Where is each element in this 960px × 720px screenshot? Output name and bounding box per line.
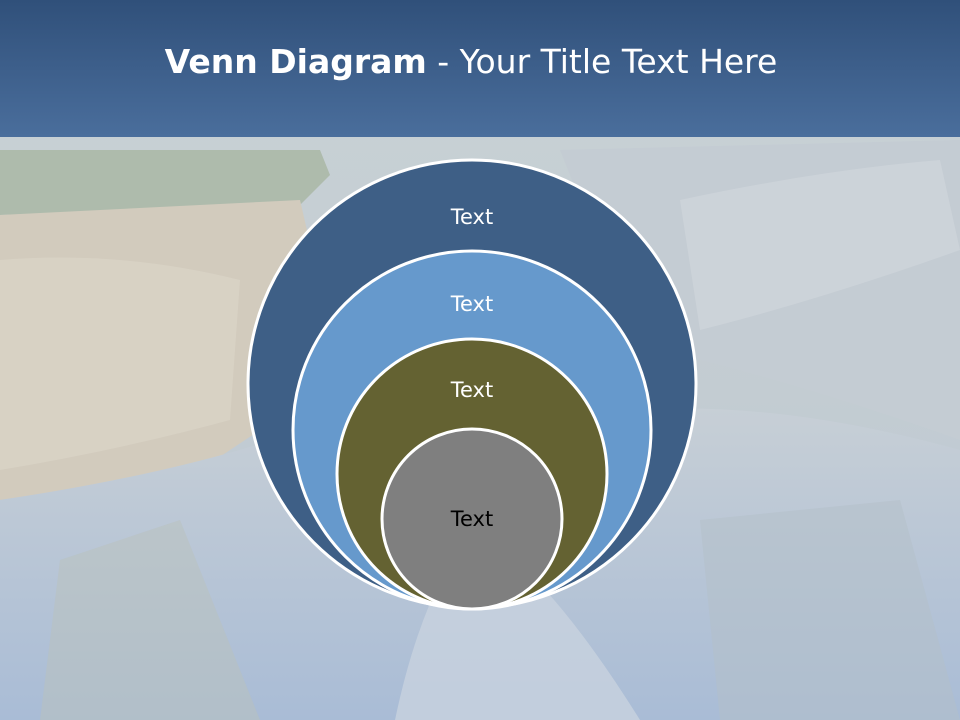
- venn-label-4: Text: [450, 507, 493, 531]
- title-bar: [0, 0, 960, 137]
- venn-label-1: Text: [450, 205, 493, 229]
- venn-label-3: Text: [450, 378, 493, 402]
- title-rest: - Your Title Text Here: [426, 42, 778, 81]
- slide-title: Venn Diagram - Your Title Text Here: [0, 38, 942, 86]
- venn-label-2: Text: [450, 292, 493, 316]
- venn-circle-4: [380, 427, 564, 611]
- title-bold: Venn Diagram: [164, 42, 427, 81]
